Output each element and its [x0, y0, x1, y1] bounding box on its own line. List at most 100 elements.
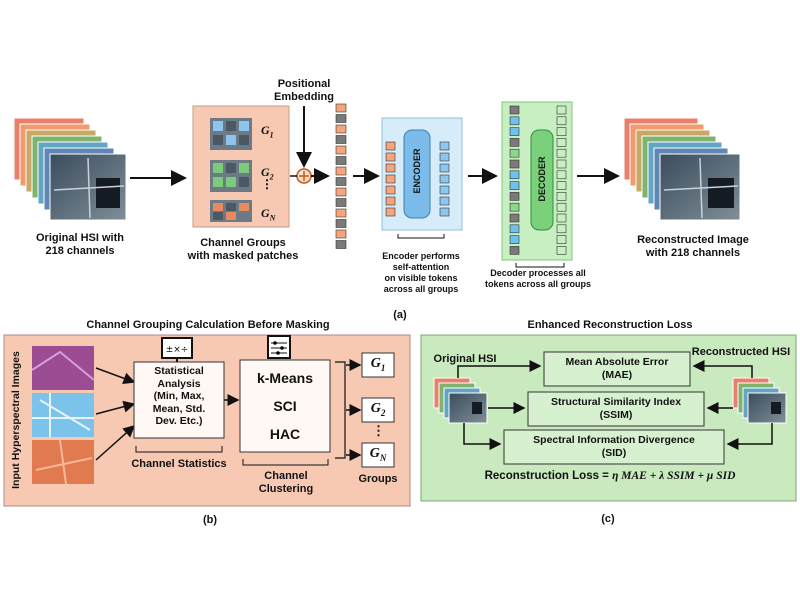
token	[556, 213, 567, 223]
token	[335, 124, 347, 134]
svg-text:±×÷: ±×÷	[166, 345, 189, 355]
token	[509, 138, 520, 147]
mae-box	[543, 351, 691, 387]
input-image-purple	[32, 346, 94, 390]
group-box-n-label: GN	[369, 446, 387, 463]
token	[385, 152, 396, 162]
token	[335, 135, 347, 144]
ssim-box	[527, 391, 705, 427]
reconstructed-label: Reconstructed Image with 218 channels	[637, 234, 749, 259]
statistical-analysis-box	[133, 361, 225, 439]
token	[439, 163, 450, 173]
token	[509, 181, 520, 190]
token	[556, 170, 567, 180]
token	[335, 145, 347, 155]
group-dots: ⋮	[372, 423, 385, 438]
statistical-analysis-text: Statistical Analysis (Min, Max, Mean, St…	[152, 365, 206, 427]
group-box-n	[361, 442, 395, 468]
token	[335, 229, 347, 239]
decoder-label: DECODER	[537, 156, 547, 202]
token	[439, 196, 450, 206]
token	[509, 148, 520, 158]
loss-prefix: Reconstruction Loss =	[484, 470, 613, 482]
mae-text: Mean Absolute Error (MAE)	[565, 356, 669, 381]
svg-text:⋮: ⋮	[261, 177, 273, 191]
token	[556, 202, 567, 212]
token	[385, 163, 396, 173]
channel-clustering-label: Channel Clustering	[258, 470, 314, 495]
token	[439, 141, 450, 151]
token	[556, 181, 567, 190]
encoder-label: ENCODER	[412, 148, 422, 194]
token	[439, 207, 450, 217]
positional-embedding-label: Positional Embedding	[274, 78, 334, 103]
token	[335, 240, 347, 249]
encoder-input-tokens	[385, 141, 396, 217]
token	[509, 116, 520, 126]
original-hsi-stack	[13, 117, 127, 221]
original-hsi-c-label: Original HSI	[433, 353, 497, 365]
token	[385, 174, 396, 184]
token	[439, 185, 450, 195]
token	[556, 159, 567, 169]
token	[509, 246, 520, 255]
group-n-patches	[210, 200, 252, 222]
encoder-output-tokens	[439, 141, 450, 217]
caption-b: (b)	[202, 514, 218, 526]
token	[335, 156, 347, 165]
token-column-embedded	[335, 103, 347, 249]
clustering-box	[239, 359, 331, 453]
original-hsi-small-stack	[433, 377, 488, 424]
token	[439, 174, 450, 184]
token	[335, 103, 347, 113]
groups-label: Groups	[358, 473, 398, 485]
token	[335, 166, 347, 176]
abacus-icon	[267, 335, 291, 359]
channel-groups-box: ⋮	[192, 105, 290, 228]
group-box-1-label: G1	[370, 356, 386, 373]
token	[509, 213, 520, 223]
token	[556, 235, 567, 244]
token	[335, 219, 347, 228]
channel-statistics-label: Channel Statistics	[131, 458, 227, 470]
token	[509, 192, 520, 201]
panel-c-title: Enhanced Reconstruction Loss	[527, 319, 693, 331]
token	[556, 127, 567, 136]
decoder-input-tokens	[509, 105, 520, 255]
caption-a: (a)	[393, 309, 407, 321]
group-g1-label: G1	[261, 123, 274, 140]
token	[335, 198, 347, 207]
panel-b-title: Channel Grouping Calculation Before Mask…	[86, 319, 330, 331]
token	[385, 141, 396, 151]
token	[385, 185, 396, 195]
token	[439, 152, 450, 162]
cluster-kmeans: k-Means	[256, 370, 314, 386]
token	[556, 246, 567, 255]
decoder-note: Decoder processes all tokens across all …	[484, 268, 592, 289]
reconstructed-hsi-stack	[623, 117, 741, 221]
group-g2-label: G2	[261, 165, 274, 182]
decoder-output-tokens	[556, 105, 567, 255]
ssim-text: Structural Similarity Index (SSIM)	[550, 396, 682, 421]
input-hsi-side-label: Input Hyperspectral Images	[10, 351, 22, 489]
token	[556, 192, 567, 201]
token	[509, 105, 520, 115]
token	[556, 224, 567, 234]
token	[509, 159, 520, 169]
token	[385, 207, 396, 217]
token	[509, 127, 520, 136]
channel-groups-label: Channel Groups with masked patches	[187, 237, 299, 262]
token	[556, 138, 567, 147]
sid-text: Spectral Information Divergence (SID)	[533, 434, 695, 459]
cluster-hac: HAC	[269, 426, 301, 442]
group-box-2	[361, 397, 395, 423]
token	[509, 202, 520, 212]
group-box-2-label: G2	[370, 401, 386, 418]
token	[509, 170, 520, 180]
caption-c: (c)	[601, 513, 615, 525]
loss-formula: η MAE + λ SSIM + μ SID	[612, 470, 736, 482]
token	[509, 235, 520, 244]
reconstructed-hsi-c-label: Reconstructed HSI	[691, 346, 791, 358]
cluster-sci: SCI	[273, 398, 297, 414]
